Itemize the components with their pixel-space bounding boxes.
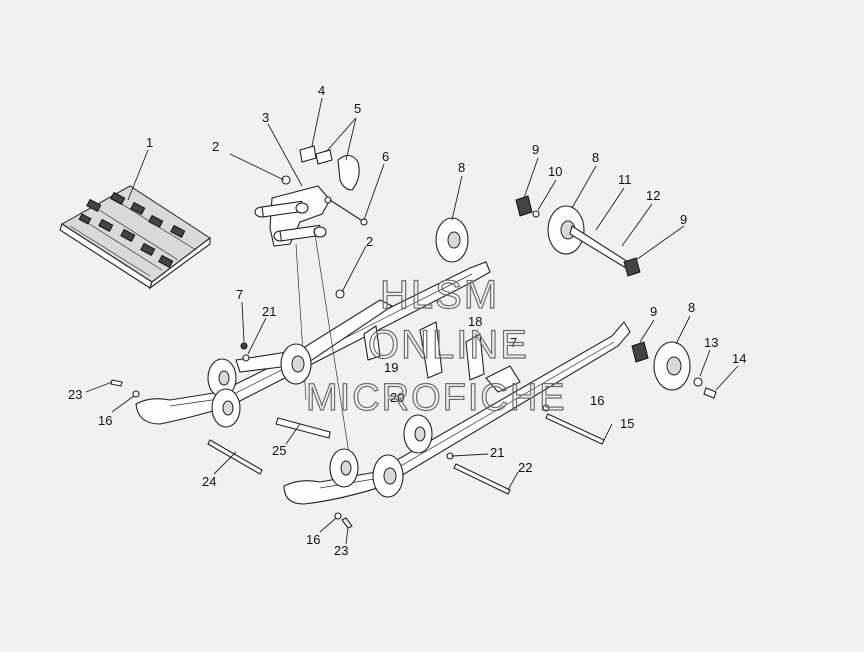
wheel-mid-rear bbox=[280, 343, 312, 385]
callout-16: 16 bbox=[98, 413, 112, 428]
callout-8: 8 bbox=[688, 300, 695, 315]
callout-3: 3 bbox=[262, 110, 269, 125]
callout-16: 16 bbox=[306, 532, 320, 547]
callout-21: 21 bbox=[490, 445, 504, 460]
watermark: HLSM ONLINE MICROFICHE bbox=[305, 272, 567, 419]
watermark-line-2: ONLINE bbox=[368, 323, 529, 367]
callout-23: 23 bbox=[68, 387, 82, 402]
callout-20: 20 bbox=[390, 390, 404, 405]
callout-2: 2 bbox=[366, 234, 373, 249]
idler-wheels bbox=[207, 205, 691, 498]
wheel-upper-front bbox=[435, 217, 469, 263]
callout-9: 9 bbox=[532, 142, 539, 157]
watermark-line-3: MICROFICHE bbox=[306, 377, 567, 419]
callout-8: 8 bbox=[592, 150, 599, 165]
wheel-front-left-b bbox=[372, 454, 404, 498]
guide-rails bbox=[135, 227, 631, 505]
callout-5: 5 bbox=[354, 101, 361, 116]
callout-8: 8 bbox=[458, 160, 465, 175]
callout-14: 14 bbox=[732, 351, 746, 366]
callout-12: 12 bbox=[646, 188, 660, 203]
watermark-line-1: HLSM bbox=[380, 273, 499, 317]
hardware bbox=[110, 195, 717, 529]
callout-24: 24 bbox=[202, 474, 216, 489]
callout-7: 7 bbox=[510, 335, 517, 350]
part-1-slide-block bbox=[59, 185, 211, 290]
leader-lines bbox=[85, 97, 739, 545]
pivot-arm-assembly bbox=[254, 145, 368, 299]
callout-11: 11 bbox=[618, 172, 632, 187]
wheel-center-8 bbox=[547, 205, 629, 269]
callout-7: 7 bbox=[236, 287, 243, 302]
callout-22: 22 bbox=[518, 460, 532, 475]
callout-13: 13 bbox=[704, 335, 718, 350]
callout-9: 9 bbox=[680, 212, 687, 227]
callout-15: 15 bbox=[620, 416, 634, 431]
wheel-rear-left-a bbox=[207, 358, 237, 398]
callout-16: 16 bbox=[590, 393, 604, 408]
wheel-rear-left-b bbox=[211, 388, 241, 428]
callout-23: 23 bbox=[334, 543, 348, 558]
callout-2: 2 bbox=[212, 139, 219, 154]
callout-1: 1 bbox=[146, 135, 153, 150]
callout-21: 21 bbox=[262, 304, 276, 319]
callout-10: 10 bbox=[548, 164, 562, 179]
wheel-front-left-a bbox=[329, 448, 359, 488]
callout-labels: 1 2 2 3 4 5 6 7 7 8 8 8 9 9 9 10 11 12 1… bbox=[68, 83, 746, 558]
callout-9: 9 bbox=[650, 304, 657, 319]
wheel-mid-front bbox=[403, 414, 433, 454]
callout-6: 6 bbox=[382, 149, 389, 164]
callout-19: 19 bbox=[384, 360, 398, 375]
callout-18: 18 bbox=[468, 314, 482, 329]
wheel-right-8 bbox=[653, 341, 691, 391]
callout-25: 25 bbox=[272, 443, 286, 458]
callout-4: 4 bbox=[318, 83, 325, 98]
